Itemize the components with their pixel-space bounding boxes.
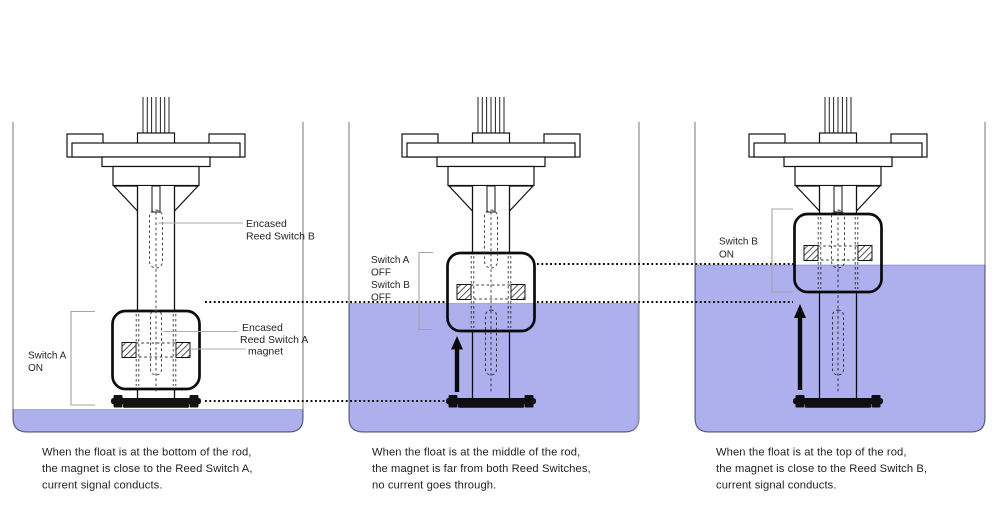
label-magnet: magnet [248,346,283,358]
label-switch-state: OFF [371,268,391,279]
caption-line: current signal conducts. [42,480,163,492]
switch-a-range-bracket [70,310,95,406]
caption-line: no current goes through. [372,480,496,492]
label-switch-state: Switch A [28,351,67,362]
label-reed-switch-a: Encased [242,322,283,334]
caption-line: the magnet is close to the Reed Switch A… [42,463,253,475]
up-arrow-icon [451,336,463,392]
label-reed-switch-b: Reed Switch B [246,231,315,243]
label-reed-switch-b: Encased [246,218,287,230]
label-switch-state: OFF [371,293,391,304]
water-level-low [12,409,304,433]
panel-float-bottom [12,96,304,433]
label-switch-state: ON [28,363,43,374]
switch-range-bracket [418,251,433,331]
label-reed-switch-a: Reed Switch A [240,334,308,346]
label-switch-state: Switch B [371,280,410,291]
label-switch-state: ON [719,250,734,261]
water-level-middle [348,303,639,433]
caption-line: the magnet is close to the Reed Switch B… [716,463,927,475]
label-switch-state: Switch B [719,237,758,248]
caption-line: the magnet is far from both Reed Switche… [372,463,591,475]
up-arrow-icon [794,304,806,390]
caption-line: When the float is at the top of the rod, [716,447,907,459]
switch-b-range-bracket [771,208,793,293]
caption-line: When the float is at the middle of the r… [372,447,580,459]
label-switch-state: Switch A [371,255,410,266]
water-level-high [694,264,986,433]
caption-line: When the float is at the bottom of the r… [42,447,252,459]
caption-line: current signal conducts. [716,480,837,492]
